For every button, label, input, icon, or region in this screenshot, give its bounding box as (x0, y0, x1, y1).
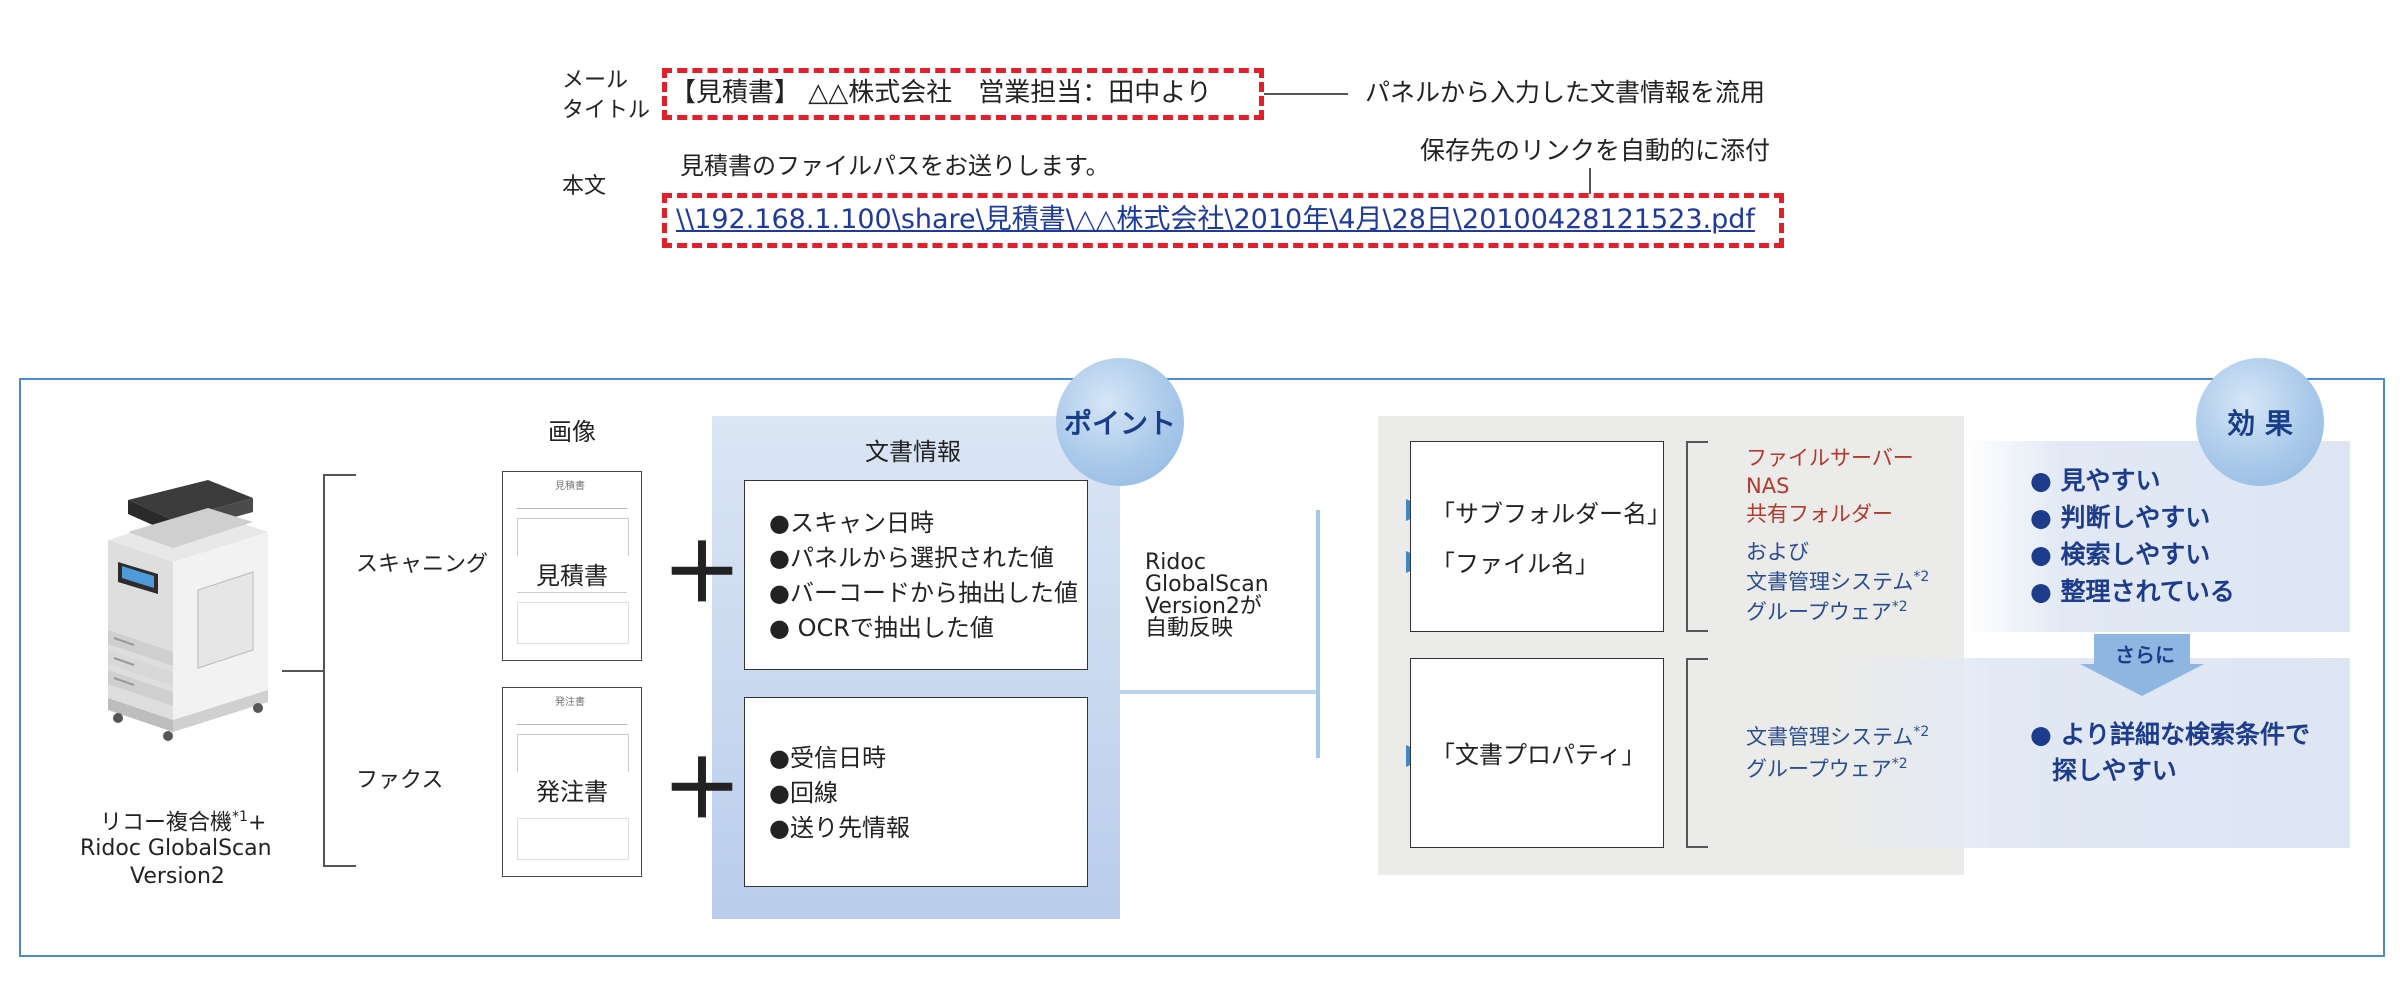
mail-link-frame (662, 193, 1784, 248)
folder-file-box: 「サブフォルダー名」 「ファイル名」 (1410, 441, 1671, 632)
target-red: 共有フォルダー (1746, 502, 1893, 526)
bracket-top-tick (323, 474, 356, 476)
and-label: および (1746, 540, 1809, 564)
reflect-line: Version2が (1145, 594, 1262, 619)
effect-extra-2: 探しやすい (2052, 756, 2177, 785)
doc-rule (517, 592, 627, 593)
point-badge-label: ポイント (1063, 407, 1176, 440)
effect-list: ● 見やすい ● 判断しやすい ● 検索しやすい ● 整理されている (2030, 468, 2235, 604)
fax-document: 発注書 発注書 (502, 687, 642, 877)
scan-doc-header: 見積書 (555, 481, 585, 492)
device-connector (282, 670, 324, 672)
target-list-2: 文書管理システム*2 グループウェア*2 (1746, 725, 1929, 780)
plus-sign-scan: ＋ (662, 527, 742, 620)
effect-item: ● 整理されている (2030, 577, 2235, 606)
mail-title-value: 【見積書】 △△株式会社 営業担当：田中より (670, 78, 1212, 108)
fax-info-item: ●送り先情報 (769, 814, 910, 842)
effect-panel-bottom (1840, 658, 2350, 848)
scan-doc-label: 見積書 (503, 556, 641, 591)
reflect-line: Ridoc (1145, 550, 1206, 575)
fax-info-box: ●受信日時 ●回線 ●送り先情報 (744, 697, 1088, 887)
scan-info-item: ●パネルから選択された値 (769, 544, 1054, 572)
doc-table (517, 602, 629, 644)
file-name: 「ファイル名」 (1431, 550, 1599, 578)
plus-sign-fax: ＋ (662, 743, 742, 836)
device-caption-sup: *1 (232, 809, 248, 825)
reflect-line: 自動反映 (1145, 616, 1234, 641)
target-list-1: ファイルサーバー NAS 共有フォルダー および 文書管理システム*2 グループ… (1746, 448, 1929, 623)
mail-link[interactable]: \\192.168.1.100\share\見積書\△△株式会社\2010年\4… (676, 204, 1755, 235)
sarani-arrow (2080, 634, 2204, 696)
mail-link-note: 保存先のリンクを自動的に添付 (1420, 136, 1771, 165)
doc-rule (517, 724, 627, 725)
device-bracket (323, 474, 325, 867)
mail-body-line: 見積書のファイルパスをお送りします。 (680, 152, 1110, 180)
fax-info-item: ●受信日時 (769, 744, 886, 772)
target-red: ファイルサーバー (1746, 446, 1914, 470)
doc-rule (517, 508, 627, 509)
scan-info-item: ●スキャン日時 (769, 509, 934, 537)
device-caption-3: Version2 (130, 864, 225, 889)
mail-title-frame (662, 68, 1264, 120)
effect-extra-1: ● より詳細な検索条件で (2030, 720, 2311, 749)
bracket-tick (1686, 846, 1708, 848)
point-badge: ポイント (1056, 358, 1184, 486)
bracket-tick (1686, 630, 1708, 632)
title-note-line (1264, 93, 1348, 95)
target-blue: グループウェア*2 (1746, 599, 1908, 624)
diagram-frame (19, 378, 2385, 957)
target-blue: グループウェア*2 (1746, 756, 1908, 781)
target-blue: 文書管理システム*2 (1746, 724, 1930, 749)
scanning-label: スキャニング (356, 552, 489, 577)
subfolder-name: 「サブフォルダー名」 (1431, 500, 1671, 528)
device-caption-1: リコー複合機*1+ (100, 809, 267, 836)
docinfo-header: 文書情報 (865, 438, 961, 466)
mfp-illustration (108, 480, 268, 741)
bracket-bottom-tick (323, 865, 356, 867)
scan-info-box: ●スキャン日時 ●パネルから選択された値 ●バーコードから抽出した値 ● OCR… (744, 480, 1088, 670)
image-header: 画像 (548, 418, 596, 446)
scan-info-item: ●バーコードから抽出した値 (769, 579, 1078, 607)
fax-doc-label: 発注書 (503, 772, 641, 807)
reflect-text: Ridoc GlobalScan Version2が 自動反映 (1145, 552, 1269, 640)
bracket-tick (1686, 441, 1708, 443)
flow-arrows (1120, 499, 1430, 767)
target-blue: 文書管理システム*2 (1746, 569, 1930, 594)
mail-title-label-2: タイトル (562, 98, 651, 123)
effect-item: ● 見やすい (2030, 466, 2161, 495)
device-caption-2: Ridoc GlobalScan (80, 836, 272, 861)
output-bracket-1 (1686, 441, 1688, 632)
sarani-label: さらに (2115, 643, 2175, 667)
link-note-line (1589, 168, 1591, 194)
property-box: 「文書プロパティ」 (1410, 658, 1664, 848)
effect-item: ● 判断しやすい (2030, 503, 2211, 532)
scan-info-item: ● OCRで抽出した値 (769, 614, 994, 642)
mail-title-note: パネルから入力した文書情報を流用 (1365, 78, 1766, 107)
output-bracket-2 (1686, 658, 1688, 848)
target-red: NAS (1746, 474, 1790, 498)
doc-table (517, 818, 629, 860)
document-property: 「文書プロパティ」 (1431, 741, 1646, 769)
effect-badge-label: 効 果 (2227, 407, 2293, 440)
fax-doc-header: 発注書 (555, 697, 585, 708)
fax-label: ファクス (356, 768, 444, 793)
bracket-tick (1686, 658, 1708, 660)
effect-item: ● 検索しやすい (2030, 540, 2211, 569)
reflect-line: GlobalScan (1145, 572, 1269, 597)
mail-title-label-1: メール (562, 68, 629, 93)
mail-body-label: 本文 (562, 174, 607, 199)
effect-badge: 効 果 (2196, 358, 2324, 486)
fax-info-item: ●回線 (769, 779, 838, 807)
scan-document: 見積書 見積書 (502, 471, 642, 661)
